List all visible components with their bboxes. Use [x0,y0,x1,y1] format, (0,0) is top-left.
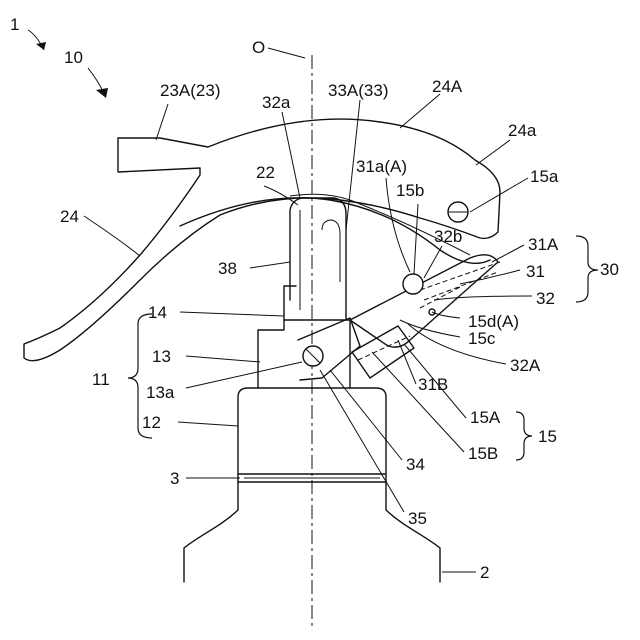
label-13a: 13a [146,383,175,402]
label-3: 3 [170,469,179,488]
label-10: 10 [64,48,83,67]
label-15c: 15c [468,329,496,348]
brace-30 [576,236,598,302]
part-31b [352,326,414,378]
axis-o-leader [268,48,305,58]
label-15a: 15A [470,408,501,427]
pin-15b [403,274,423,294]
stem-inner [300,210,340,310]
label-15: 15 [538,427,557,446]
label-32: 32 [536,289,555,308]
label-14: 14 [148,303,167,322]
label-12: 12 [142,413,161,432]
reference-labels: 1 10 O 23A(23) 33A(33) 24A 32a 24a 22 31a(A) 15a 15… [10,15,619,582]
label-2: 2 [480,563,489,582]
arrow-10-head [96,88,108,98]
arrow-1-head [36,42,46,50]
label-31: 31 [526,262,545,281]
label-32a: 32a [262,93,291,112]
leader-lines [84,94,532,572]
label-35: 35 [408,509,427,528]
label-34: 34 [406,455,425,474]
label-15b: 15b [396,181,424,200]
label-24: 24 [60,207,79,226]
label-30: 30 [600,260,619,279]
label-1: 1 [10,15,19,34]
label-38: 38 [218,259,237,278]
label-33a: 33A(33) [328,81,388,100]
label-31a: 31a(A) [356,157,407,176]
label-15a: 15a [530,167,559,186]
label-24a: 24a [508,121,537,140]
stem-38 [290,198,346,320]
label-23a: 23A(23) [160,81,220,100]
trigger-lever-24 [24,119,500,361]
label-22: 22 [256,163,275,182]
label-11: 11 [92,370,110,389]
label-13: 13 [152,347,171,366]
label-24a: 24A [432,77,463,96]
label-31b: 31B [418,375,448,394]
label-o: O [252,38,265,57]
label-15b: 15B [468,444,498,463]
nozzle-hidden-lines [420,262,500,308]
label-31a: 31A [528,235,559,254]
brace-15 [516,412,532,460]
label-32a: 32A [510,356,541,375]
label-32b: 32b [434,227,462,246]
